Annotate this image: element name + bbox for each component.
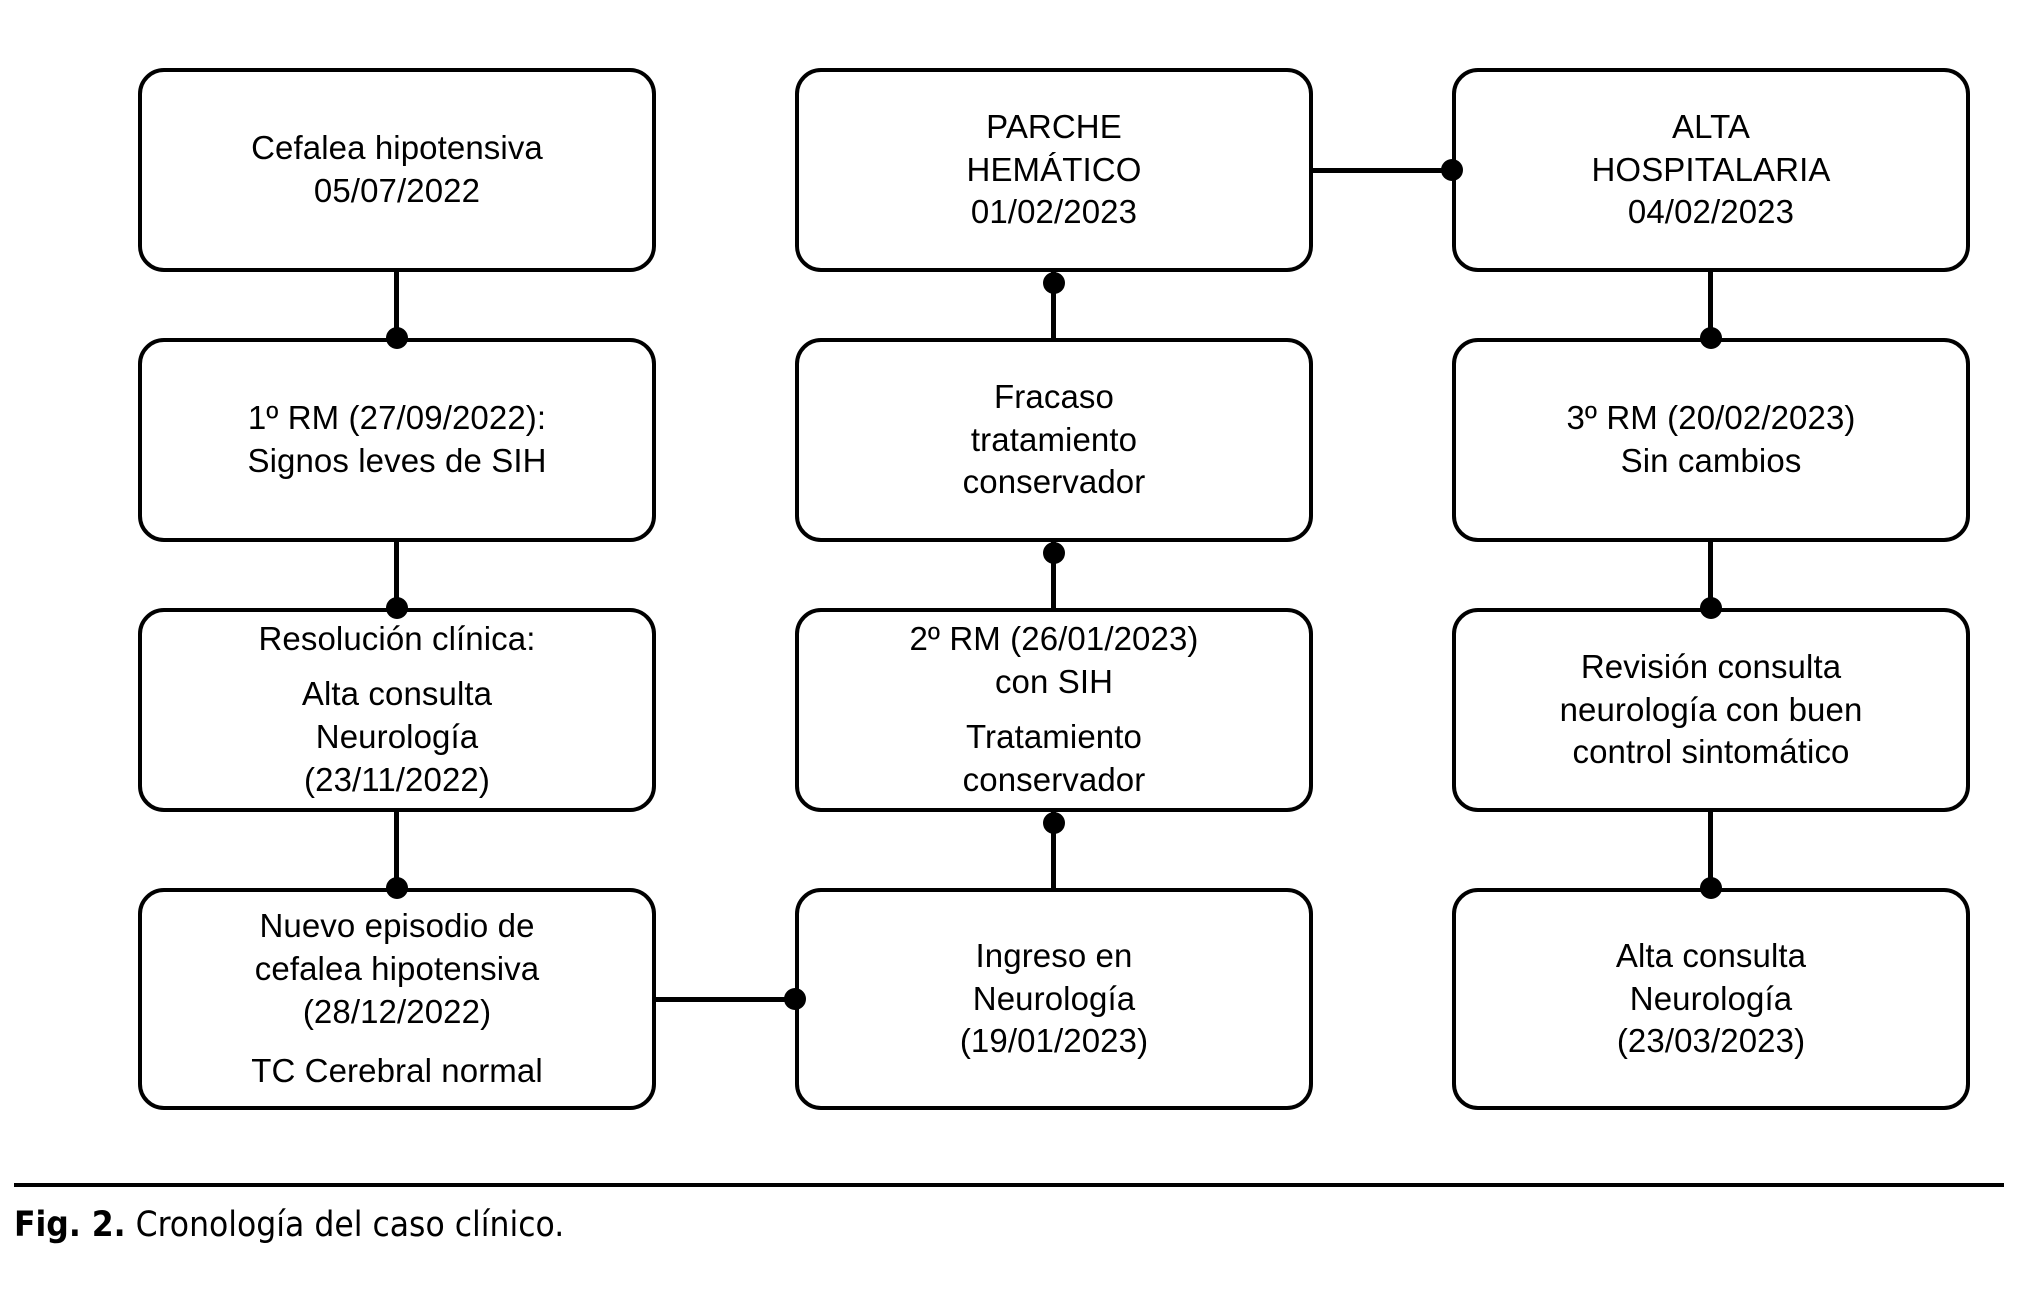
connector-n3-n4 [394,812,399,888]
node-line: tratamiento [970,420,1138,458]
node-line: (23/11/2022) [304,761,490,799]
node-line: 05/07/2022 [313,172,481,209]
connector-endpoint-dot-icon [1043,542,1065,564]
connector-endpoint-dot-icon [784,988,806,1010]
connector-n8-n9 [1313,168,1452,173]
node-line: Nuevo episodio de [259,907,535,945]
node-line: Tratamiento [966,718,1142,756]
flow-node-nuevo-episodio[interactable]: Nuevo episodio de cefalea hipotensiva (2… [138,888,656,1110]
node-line: cefalea hipotensiva [254,950,540,988]
flow-node-tercera-rm[interactable]: 3º RM (20/02/2023) Sin cambios [1452,338,1970,542]
node-line: (19/01/2023) [959,1022,1149,1060]
flow-node-fracaso-tratamiento[interactable]: Fracaso tratamiento conservador [795,338,1313,542]
connector-n7-n8 [1051,272,1056,338]
connector-endpoint-dot-icon [1043,272,1065,294]
connector-n1-n2 [394,272,399,338]
connector-endpoint-dot-icon [1700,327,1722,349]
connector-n10-n11 [1708,542,1713,608]
figure-caption: Fig. 2. Cronología del caso clínico. [14,1202,564,1249]
connector-endpoint-dot-icon [1700,597,1722,619]
node-line: (23/03/2023) [1616,1022,1806,1060]
figure-caption-label: Fig. 2. [14,1205,126,1245]
node-line: Fracaso [994,377,1114,415]
node-line: Signos leves de SIH [247,442,547,479]
connector-n9-n10 [1708,272,1713,338]
connector-endpoint-dot-icon [1700,877,1722,899]
caption-divider [14,1183,2004,1187]
node-line: 1º RM (27/09/2022): [247,399,547,437]
node-line: 01/02/2023 [970,193,1138,231]
flow-node-primera-rm[interactable]: 1º RM (27/09/2022): Signos leves de SIH [138,338,656,542]
connector-endpoint-dot-icon [1441,159,1463,181]
connector-endpoint-dot-icon [1043,812,1065,834]
connector-endpoint-dot-icon [386,327,408,349]
node-line: (28/12/2022) [302,993,492,1030]
flow-node-cefalea-hipotensiva[interactable]: Cefalea hipotensiva 05/07/2022 [138,68,656,272]
node-line: Sin cambios [1620,442,1802,479]
flow-node-ingreso-neurologia[interactable]: Ingreso en Neurología (19/01/2023) [795,888,1313,1110]
connector-n5-n6 [1051,812,1056,888]
flow-node-segunda-rm[interactable]: 2º RM (26/01/2023) con SIH Tratamiento c… [795,608,1313,812]
connector-n11-n12 [1708,812,1713,888]
node-line: Cefalea hipotensiva [251,129,543,167]
node-line: Ingreso en [975,936,1133,974]
node-line: Neurología [972,979,1136,1017]
flow-node-alta-hospitalaria[interactable]: ALTA HOSPITALARIA 04/02/2023 [1452,68,1970,272]
node-line: TC Cerebral normal [251,1051,543,1089]
node-line: conservador [962,761,1146,799]
connector-endpoint-dot-icon [386,877,408,899]
flow-node-revision-consulta[interactable]: Revisión consulta neurología con buen co… [1452,608,1970,812]
node-line: Revisión consulta [1580,647,1842,685]
connector-n6-n7 [1051,542,1056,608]
node-line: PARCHE [986,107,1122,145]
node-line: control sintomático [1572,733,1850,771]
connector-n4-n5 [656,997,795,1002]
node-line: Alta consulta [301,675,493,713]
figure-caption-text: Cronología del caso clínico. [135,1205,565,1245]
node-line: HOSPITALARIA [1591,150,1831,188]
connector-endpoint-dot-icon [386,597,408,619]
flow-node-parche-hematico[interactable]: PARCHE HEMÁTICO 01/02/2023 [795,68,1313,272]
node-line: Resolución clínica: [258,620,536,657]
node-line: HEMÁTICO [966,150,1142,188]
node-line: neurología con buen [1559,690,1863,728]
node-line: 04/02/2023 [1627,193,1795,231]
node-line: Neurología [1629,979,1793,1017]
node-line: 2º RM (26/01/2023) [909,620,1199,657]
node-line: 3º RM (20/02/2023) [1566,399,1856,437]
flowchart-canvas: Cefalea hipotensiva 05/07/2022 1º RM (27… [138,68,1970,1110]
node-line: con SIH [994,662,1114,700]
flow-node-resolucion-clinica[interactable]: Resolución clínica: Alta consulta Neurol… [138,608,656,812]
connector-n2-n3 [394,542,399,608]
flow-node-alta-consulta-final[interactable]: Alta consulta Neurología (23/03/2023) [1452,888,1970,1110]
node-line: Alta consulta [1615,936,1807,974]
node-line: conservador [962,463,1146,501]
node-line: Neurología [315,718,479,756]
node-line: ALTA [1671,107,1751,145]
